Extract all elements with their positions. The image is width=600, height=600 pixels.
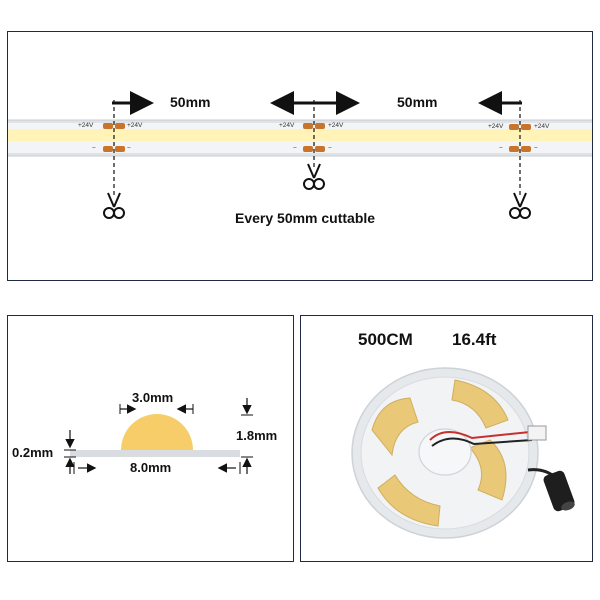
scissors-icon bbox=[509, 192, 531, 219]
segment-length-label-right: 50mm bbox=[397, 94, 438, 110]
pad-label: − bbox=[534, 145, 538, 152]
pad-label: +24V bbox=[78, 122, 94, 129]
solder-pads-right bbox=[509, 124, 531, 152]
total-height-label: 1.8mm bbox=[236, 428, 278, 443]
pad-label: +24V bbox=[534, 123, 550, 130]
scissors-icon bbox=[103, 192, 125, 219]
pad-label: − bbox=[499, 145, 503, 152]
base-thickness-label: 0.2mm bbox=[12, 445, 54, 460]
scissors-icon bbox=[303, 163, 325, 190]
solder-pads-center bbox=[303, 123, 325, 152]
pad-label: +24V bbox=[488, 123, 504, 130]
pad-label: − bbox=[127, 145, 131, 152]
pad-label: − bbox=[293, 145, 297, 152]
solder-pads-left bbox=[103, 123, 125, 152]
dome-width-label: 3.0mm bbox=[132, 390, 174, 405]
segment-length-label-left: 50mm bbox=[170, 94, 211, 110]
length-cm-label: 500CM bbox=[358, 330, 413, 349]
reel-length-panel bbox=[300, 315, 593, 562]
cut-note: Every 50mm cuttable bbox=[235, 210, 376, 226]
pad-label: − bbox=[328, 145, 332, 152]
pad-label: +24V bbox=[279, 122, 295, 129]
strip-width-label: 8.0mm bbox=[130, 460, 172, 475]
length-ft-label: 16.4ft bbox=[452, 330, 497, 349]
pad-label: +24V bbox=[127, 122, 143, 129]
pad-label: +24V bbox=[328, 122, 344, 129]
pad-label: − bbox=[92, 145, 96, 152]
